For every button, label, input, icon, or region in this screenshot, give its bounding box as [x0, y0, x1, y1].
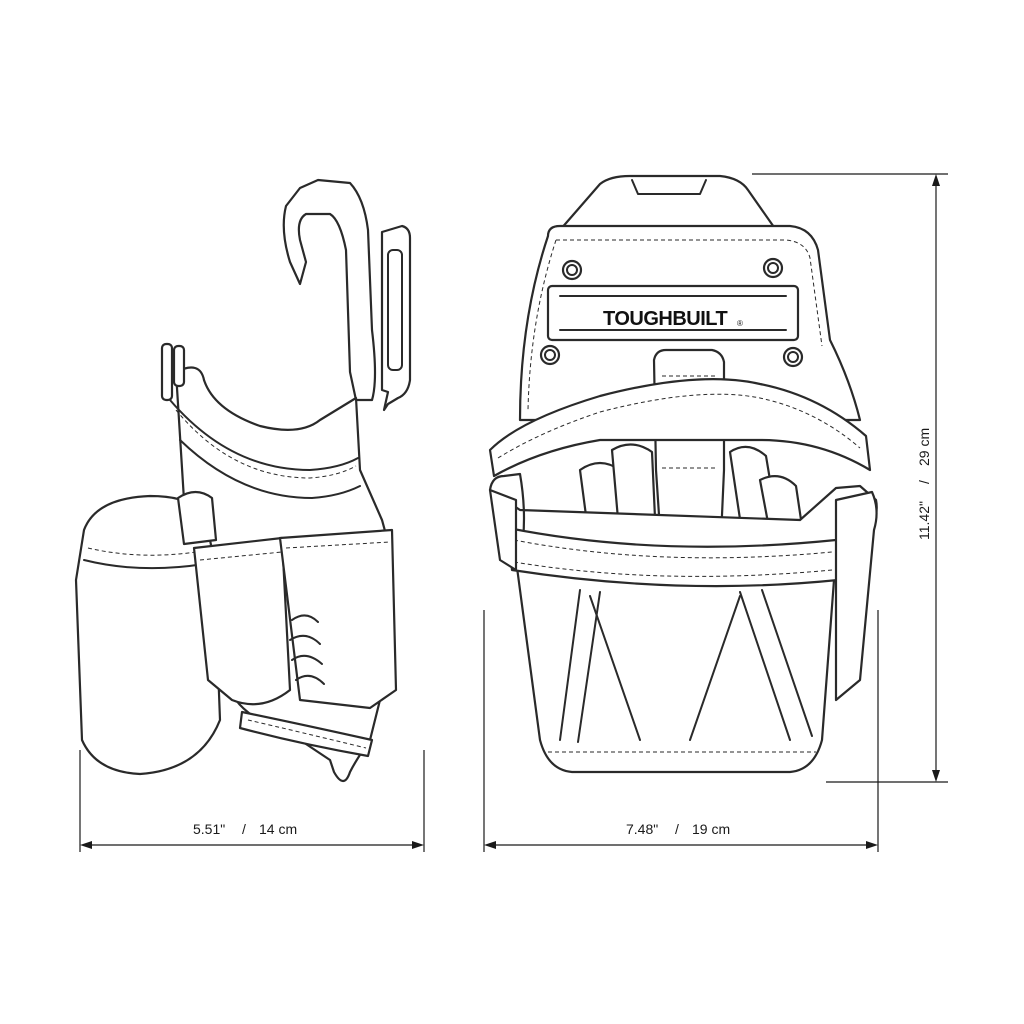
arrowhead [412, 841, 424, 849]
brand-logo: TOUGHBUILT [603, 308, 728, 330]
name-plate [546, 284, 800, 342]
rivet-inner [544, 349, 556, 361]
front-cross-strap-right [739, 589, 813, 741]
front-top-cap [558, 174, 778, 232]
clip-bracket [380, 224, 412, 412]
rivet [561, 259, 583, 281]
height-separator: / [916, 480, 932, 484]
front-width-separator: / [675, 821, 679, 837]
side-rear-pocket-stitch [285, 541, 391, 549]
side-tool-handle [176, 490, 218, 546]
arrowhead [484, 841, 496, 849]
front-main-pocket [488, 472, 878, 774]
front-width-cm: 19 cm [692, 821, 730, 837]
front-upper-band-stitch [497, 393, 861, 459]
front-side-gusset [834, 490, 878, 702]
side-rear-pocket [278, 528, 398, 710]
rivet-inner [566, 264, 578, 276]
name-plate-bevel [559, 295, 787, 331]
clip-slot [387, 249, 403, 371]
dimension-front-width: 7.48" / 19 cm [483, 610, 879, 852]
front-view: TOUGHBUILT ® [488, 174, 878, 774]
front-left-gusset [488, 488, 518, 572]
belt-clip [282, 178, 377, 402]
front-width-inches: 7.48" [626, 821, 658, 837]
rivet-inner [787, 351, 799, 363]
arrowhead [80, 841, 92, 849]
rivet [539, 344, 561, 366]
side-band-upper [169, 399, 359, 471]
side-band-lower [179, 439, 361, 499]
rivet [762, 257, 784, 279]
front-back-panel-stitch-left [527, 239, 557, 411]
side-width-inches: 5.51" [193, 821, 225, 837]
front-pocket-rim-stitch [513, 539, 833, 559]
height-cm: 29 cm [916, 428, 932, 466]
rivet [782, 346, 804, 368]
front-cross-strap-diag [589, 595, 741, 741]
arrowhead [866, 841, 878, 849]
front-upper-band [488, 378, 872, 478]
side-front-pocket-rim [83, 559, 205, 570]
side-pen-top [160, 342, 174, 402]
registered-mark: ® [737, 319, 743, 328]
front-pocket-rim-stitch-2 [513, 561, 833, 577]
dimension-side-width: 5.51" / 14 cm [79, 750, 425, 852]
height-inches: 11.42" [916, 501, 932, 540]
side-view [74, 178, 412, 783]
side-middle-pocket [192, 536, 292, 706]
side-bottom-strap-stitch [247, 719, 367, 749]
side-ribs [289, 614, 325, 685]
rivet-inner [767, 262, 779, 274]
dimension-height: 11.42" / 29 cm [752, 173, 948, 783]
arrowhead [932, 770, 940, 782]
front-back-panel-stitch [556, 239, 823, 347]
arrowhead [932, 174, 940, 186]
front-top-notch [631, 179, 707, 195]
front-center-strap-stitch [662, 375, 716, 469]
rivets [539, 257, 804, 368]
side-width-cm: 14 cm [259, 821, 297, 837]
side-width-separator: / [242, 821, 246, 837]
side-pen-top-2 [172, 344, 186, 388]
